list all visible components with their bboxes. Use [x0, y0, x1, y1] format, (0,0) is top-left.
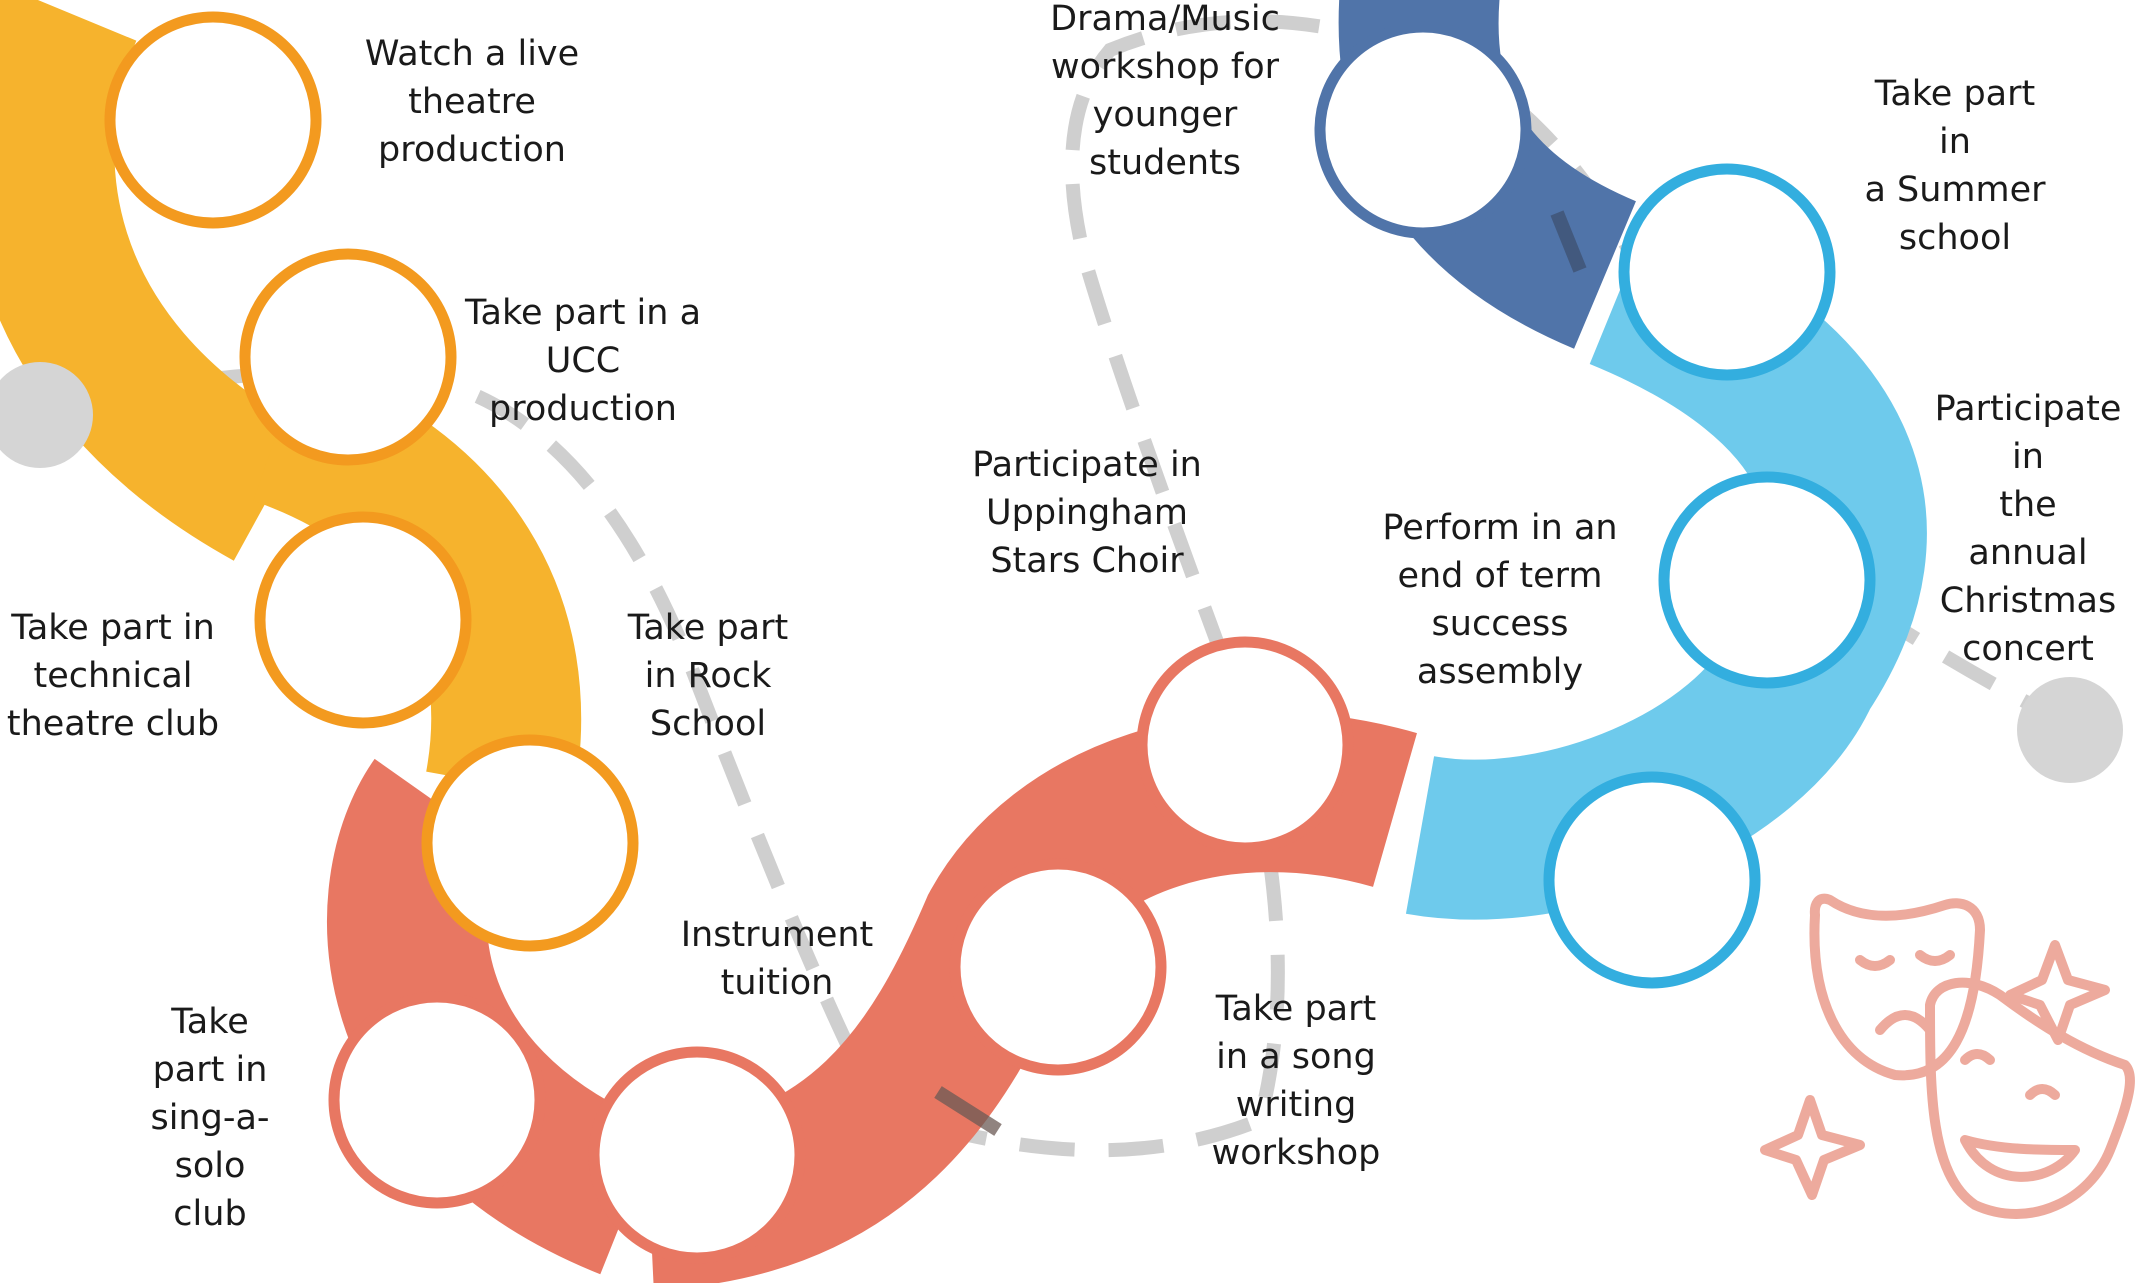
step-circle-song-writing-workshop [949, 858, 1167, 1076]
step-label-younger-students-workshop: Drama/Music workshop for younger student… [1050, 0, 1280, 183]
step-label-instrument-tuition: Instrument tuition [680, 915, 874, 1003]
step-label-ucc-production: Take part in a UCC production [464, 293, 702, 429]
step-label-stars-choir: Participate in Uppingham Stars Choir [972, 445, 1202, 581]
step-circle-sing-a-solo-club [328, 991, 546, 1209]
theatre-masks-icon [1760, 893, 2135, 1219]
step-label-rock-school: Take part in Rock School [627, 608, 789, 744]
end-point [2017, 677, 2123, 783]
step-label-watch-live-theatre: Watch a live theatre production [364, 34, 580, 170]
step-circle-technical-theatre-club [254, 511, 472, 729]
step-circle-success-assembly [1543, 771, 1761, 989]
dash-overlap-mark [934, 1086, 1002, 1136]
step-label-christmas-concert: Participate in the annual Christmas conc… [1934, 389, 2122, 669]
step-circle-younger-students-workshop [1314, 21, 1532, 239]
step-circle-rock-school [421, 734, 639, 952]
step-label-sing-a-solo-club: Take part in sing-a- solo club [150, 1002, 270, 1234]
band-segment-yellow-1 [0, 0, 308, 561]
step-circle-christmas-concert [1658, 471, 1876, 689]
step-circle-instrument-tuition [588, 1046, 806, 1264]
step-circle-summer-school [1618, 163, 1836, 381]
step-label-success-assembly: Perform in an end of term success assemb… [1382, 508, 1618, 692]
dash-overlap-mark [1550, 210, 1587, 273]
step-circle-watch-live-theatre [104, 11, 322, 229]
start-point [0, 362, 93, 468]
step-circle-stars-choir [1136, 636, 1354, 854]
step-label-song-writing-workshop: Take part in a song writing workshop [1211, 989, 1381, 1173]
step-label-technical-theatre-club: Take part in technical theatre club [6, 608, 220, 744]
step-label-summer-school: Take part in a Summer school [1864, 74, 2046, 258]
step-circle-ucc-production [239, 248, 457, 466]
